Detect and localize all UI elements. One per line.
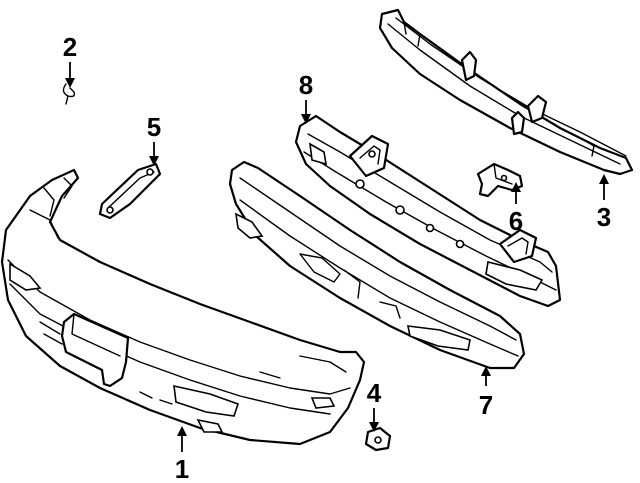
reinforcement-bar xyxy=(378,8,634,176)
callout-label-2: 2 xyxy=(63,32,77,62)
callout-7: 7 xyxy=(479,366,493,420)
callout-label-8: 8 xyxy=(299,70,313,100)
callout-label-3: 3 xyxy=(597,202,611,232)
callout-5: 5 xyxy=(147,112,161,166)
side-bracket xyxy=(98,162,162,220)
retainer-clip xyxy=(62,83,76,105)
callout-label-1: 1 xyxy=(175,454,189,483)
callout-label-6: 6 xyxy=(509,206,523,236)
bumper-absorber xyxy=(228,160,526,370)
callout-label-7: 7 xyxy=(479,390,493,420)
callout-3: 3 xyxy=(597,174,611,232)
callout-2: 2 xyxy=(63,32,77,88)
callout-8: 8 xyxy=(299,70,313,124)
mounting-bracket-4 xyxy=(364,426,392,452)
bumper-cover xyxy=(0,168,366,446)
callout-4: 4 xyxy=(367,378,382,432)
callout-label-5: 5 xyxy=(147,112,161,142)
callout-6: 6 xyxy=(509,182,523,236)
bumper-reinforcement xyxy=(294,114,562,308)
callout-label-4: 4 xyxy=(367,378,382,408)
callout-1: 1 xyxy=(175,426,189,483)
